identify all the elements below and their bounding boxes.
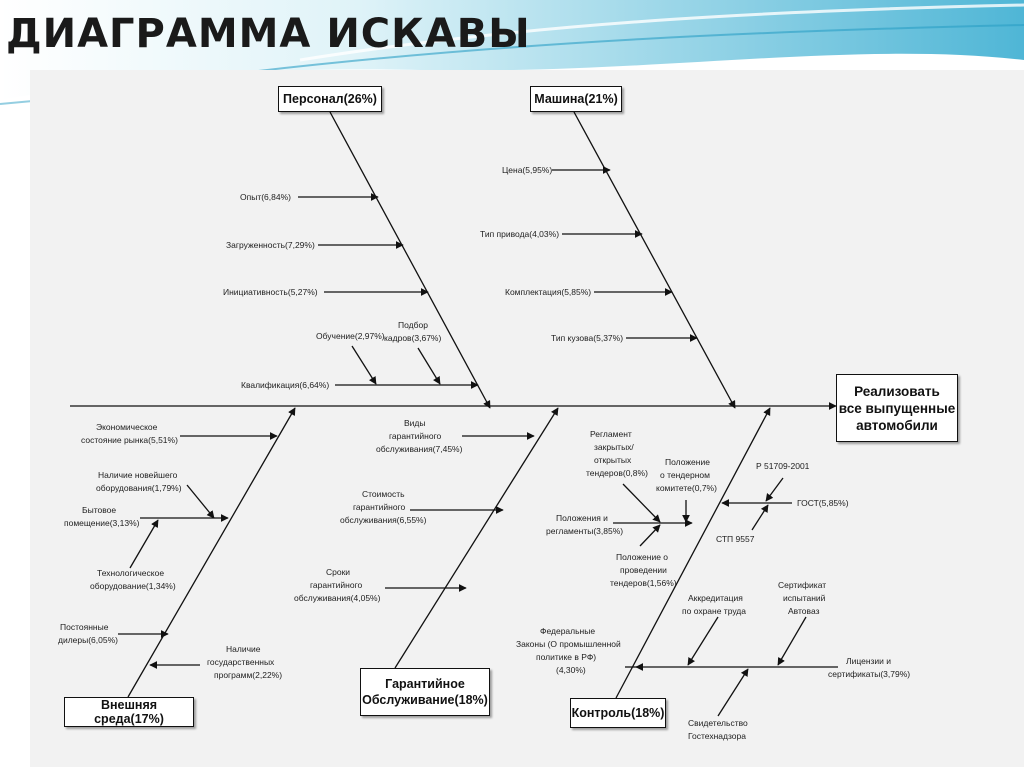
cause-federal-line2: Законы (О промышленной [516,639,621,649]
cause-dealers-line1: Постоянные [60,622,109,632]
cause-regs-line2: регламенты(3,85%) [546,526,623,536]
bone-control [615,407,771,699]
arrow-tech-equipment [129,519,159,569]
cause-price: Цена(5,95%) [502,165,552,175]
cause-body: Тип кузова(5,37%) [551,333,623,343]
cause-drive: Тип привода(4,03%) [480,229,559,239]
cause-federal-line1: Федеральные [540,626,595,636]
cause-federal-line4: (4,30%) [556,665,586,675]
cause-certificate-line3: Автоваз [788,606,820,616]
category-machine: Машина(21%) [530,86,622,112]
cause-licenses-line2: сертификаты(3,79%) [828,669,910,679]
category-personnel: Персонал(26%) [278,86,382,112]
cause-r51709: Р 51709-2001 [756,461,810,471]
arrow-stp [751,504,769,531]
cause-state-programs-line2: государственных [207,657,275,667]
cause-equipment: Комплектация(5,85%) [505,287,591,297]
cause-premises-line2: помещение(3,13%) [64,518,140,528]
cause-selection-line2: кадров(3,67%) [384,333,441,343]
cause-selection-line1: Подбор [398,320,428,330]
bone-machine [573,111,736,409]
cause-stp: СТП 9557 [716,534,755,544]
cause-certificate-line1: Сертификат [778,580,826,590]
bone-external [127,407,296,698]
arrow-selection [417,347,441,385]
arrow-tender-conduct [639,524,661,547]
arrow-training [351,345,377,385]
cause-tech-equipment-line1: Технологическое [97,568,164,578]
category-external-environment: Внешняя среда(17%) [64,697,194,727]
cause-warranty-terms-line1: Сроки [326,567,350,577]
cause-state-programs-line3: программ(2,22%) [214,670,282,680]
arrow-new-equipment [186,484,215,519]
cause-warranty-types-line3: обслуживания(7,45%) [376,444,463,454]
category-control: Контроль(18%) [570,698,666,728]
arrow-accreditation [687,616,719,666]
category-warranty-service: Гарантийное Обслуживание(18%) [360,668,490,716]
cause-warranty-types-line1: Виды [404,418,426,428]
cause-new-equipment-line1: Наличие новейшего [98,470,178,480]
arrow-gostekh [717,668,749,717]
cause-gostekh-line2: Гостехнадзора [688,731,746,741]
cause-new-equipment-line2: оборудования(1,79%) [96,483,182,493]
cause-certificate-line2: испытаний [783,593,826,603]
arrow-certificate [777,616,807,666]
cause-economy-line2: состояние рынка(5,51%) [81,435,178,445]
cause-federal-line3: политике в РФ) [536,652,596,662]
arrow-r51709 [765,477,784,502]
cause-dealers-line2: дилеры(6,05%) [58,635,118,645]
cause-committee-line3: комитете(0,7%) [656,483,717,493]
cause-tender-conduct-line1: Положение о [616,552,668,562]
cause-warranty-types-line2: гарантийного [389,431,442,441]
cause-initiative: Инициативность(5,27%) [223,287,318,297]
cause-warranty-terms-line3: обслуживания(4,05%) [294,593,381,603]
cause-warranty-cost-line1: Стоимость [362,489,405,499]
cause-state-programs-line1: Наличие [226,644,261,654]
cause-tech-equipment-line2: оборудование(1,34%) [90,581,176,591]
cause-tender-reg-line2: закрытых/ [594,442,634,452]
result-box: Реализовать все выпущенные автомобили [836,374,958,442]
arrow-tender-reg [622,483,661,523]
cause-gost: ГОСТ(5,85%) [797,498,849,508]
cause-committee-line2: о тендерном [660,470,710,480]
cause-licenses-line1: Лицензии и [846,656,891,666]
cause-accreditation-line2: по охране труда [682,606,746,616]
cause-warranty-terms-line2: гарантийного [310,580,363,590]
cause-premises-line1: Бытовое [82,505,116,515]
cause-workload: Загруженность(7,29%) [226,240,315,250]
cause-committee-line1: Положение [665,457,710,467]
cause-experience: Опыт(6,84%) [240,192,291,202]
cause-accreditation-line1: Аккредитация [688,593,743,603]
cause-tender-conduct-line2: проведении [620,565,667,575]
cause-regs-line1: Положения и [556,513,608,523]
cause-economy-line1: Экономическое [96,422,158,432]
cause-tender-reg-line1: Регламент [590,429,632,439]
cause-tender-reg-line4: тендеров(0,8%) [586,468,648,478]
cause-warranty-cost-line3: обслуживания(6,55%) [340,515,427,525]
cause-warranty-cost-line2: гарантийного [353,502,406,512]
cause-gostekh-line1: Свидетельство [688,718,748,728]
cause-qualification: Квалификация(6,64%) [241,380,329,390]
slide-title: ДИАГРАММА ИСКАВЫ [6,11,531,57]
cause-training: Обучение(2,97%) [316,331,385,341]
cause-tender-reg-line3: открытых [594,455,632,465]
bone-personnel [329,111,491,409]
cause-tender-conduct-line3: тендеров(1,56%) [610,578,677,588]
bone-warranty [394,407,559,669]
